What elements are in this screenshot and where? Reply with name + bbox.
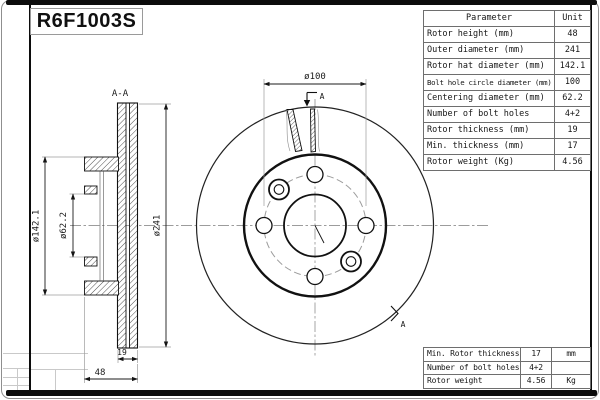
section-view-label: A-A: [112, 89, 129, 99]
hat-flange-bottom: [84, 280, 119, 296]
table-row: Rotor hat diameter (mm) 142.1: [423, 58, 591, 75]
param-label: Rotor thickness (mm): [423, 122, 555, 139]
param-label: Outer diameter (mm): [423, 42, 555, 59]
margin-mark: [17, 368, 18, 390]
param-value: 142.1: [554, 58, 591, 75]
table-row: Outer diameter (mm) 241: [423, 42, 591, 59]
break-line: [285, 108, 291, 152]
margin-mark: [3, 385, 29, 386]
part-number-box: R6F1003S: [30, 8, 143, 35]
section-arrow-top: A: [303, 91, 325, 107]
section-mark-label: A: [401, 320, 406, 329]
summary-label: Min. Rotor thickness: [423, 347, 521, 362]
front-view: [195, 106, 435, 345]
unit-header: Unit: [554, 10, 591, 27]
dim-height-label: 48: [95, 368, 106, 378]
param-label: Centering diameter (mm): [423, 90, 555, 107]
right-frame-line: [590, 4, 592, 391]
hat-circle: [242, 153, 388, 298]
parameter-header: Parameter: [423, 10, 555, 27]
table-row: Number of bolt holes 4+2: [423, 106, 591, 123]
table-row: Number of bolt holes 4+2: [423, 360, 591, 375]
summary-unit: [551, 360, 591, 375]
radius-leader: [314, 225, 325, 244]
param-value: 4+2: [554, 106, 591, 123]
dim-thickness-label: 19: [117, 348, 127, 357]
bolt-hole: [306, 267, 324, 286]
margin-mark: [3, 377, 29, 378]
disc-outline: [116, 102, 139, 349]
left-frame-line: [29, 4, 31, 391]
section-view-a-a: A-A: [84, 89, 139, 349]
table-row: Bolt hole circle diameter (mm) 100: [423, 74, 591, 91]
param-value: 62.2: [554, 90, 591, 107]
summary-value: 4+2: [520, 360, 552, 375]
outer-circle: [195, 106, 435, 345]
summary-table: Min. Rotor thickness 17 mm Number of bol…: [423, 347, 591, 389]
parameter-table: Parameter Unit Rotor height (mm) 48 Oute…: [423, 10, 591, 171]
table-row: Rotor height (mm) 48: [423, 26, 591, 43]
param-value: 48: [554, 26, 591, 43]
disc-plate-left: [117, 102, 127, 349]
part-number: R6F1003S: [36, 10, 137, 32]
dim-thickness: 19: [117, 348, 139, 363]
table-row: Rotor weight (Kg) 4.56: [423, 154, 591, 171]
section-mark-label: A: [320, 92, 325, 101]
param-value: 100: [554, 74, 591, 91]
summary-unit: Kg: [551, 374, 591, 389]
param-label: Min. thickness (mm): [423, 138, 555, 155]
table-header-row: Parameter Unit: [423, 10, 591, 27]
margin-mark: [55, 369, 56, 390]
summary-label: Rotor weight: [423, 374, 521, 389]
bolt-hole: [255, 216, 273, 235]
param-value: 17: [554, 138, 591, 155]
hat-wall-upper: [84, 185, 98, 195]
dim-hat-diameter: ø142.1: [32, 156, 84, 296]
margin-mark: [3, 353, 29, 354]
bolt-hole: [306, 165, 324, 184]
bolt-hole: [357, 216, 375, 235]
margin-mark: [31, 369, 88, 370]
table-row: Centering diameter (mm) 62.2: [423, 90, 591, 107]
param-label: Number of bolt holes: [423, 106, 555, 123]
param-value: 241: [554, 42, 591, 59]
param-value: 19: [554, 122, 591, 139]
disc-plate-right: [129, 102, 138, 349]
top-frame-bar: [6, 0, 597, 5]
vent-slot: [310, 108, 316, 153]
alignment-hole: [340, 250, 362, 273]
dim-centering-diameter-label: ø62.2: [59, 212, 69, 239]
summary-value: 4.56: [520, 374, 552, 389]
summary-label: Number of bolt holes: [423, 360, 521, 375]
dim-bolt-circle: ø100: [263, 72, 367, 206]
margin-mark: [3, 368, 29, 369]
table-row: Min. thickness (mm) 17: [423, 138, 591, 155]
dim-outer-diameter-label: ø241: [153, 215, 163, 237]
break-line: [317, 109, 320, 152]
table-row: Rotor weight 4.56 Kg: [423, 374, 591, 389]
dim-hat-diameter-label: ø142.1: [32, 210, 42, 243]
technical-drawing: A-A ø142.1 ø62.2: [32, 72, 488, 383]
param-label: Rotor weight (Kg): [423, 154, 555, 171]
dim-outer-diameter: ø241: [139, 103, 171, 348]
dim-height: 48: [83, 297, 139, 383]
section-arrow-bottom: A: [390, 305, 406, 329]
dim-centering-diameter: ø62.2: [59, 193, 84, 258]
bottom-frame-bar: [6, 390, 597, 396]
summary-value: 17: [520, 347, 552, 362]
hat-wall-lower: [84, 256, 98, 267]
hat-flange-top: [84, 156, 119, 172]
param-label: Rotor height (mm): [423, 26, 555, 43]
summary-unit: mm: [551, 347, 591, 362]
margin-mark: [31, 353, 88, 354]
alignment-hole: [268, 178, 290, 201]
param-label: Bolt hole circle diameter (mm): [423, 74, 555, 91]
vent-slot: [286, 109, 303, 153]
center-bore-circle: [283, 193, 347, 258]
dim-bolt-circle-label: ø100: [304, 72, 326, 82]
param-label: Rotor hat diameter (mm): [423, 58, 555, 75]
table-row: Rotor thickness (mm) 19: [423, 122, 591, 139]
param-value: 4.56: [554, 154, 591, 171]
table-row: Min. Rotor thickness 17 mm: [423, 347, 591, 362]
